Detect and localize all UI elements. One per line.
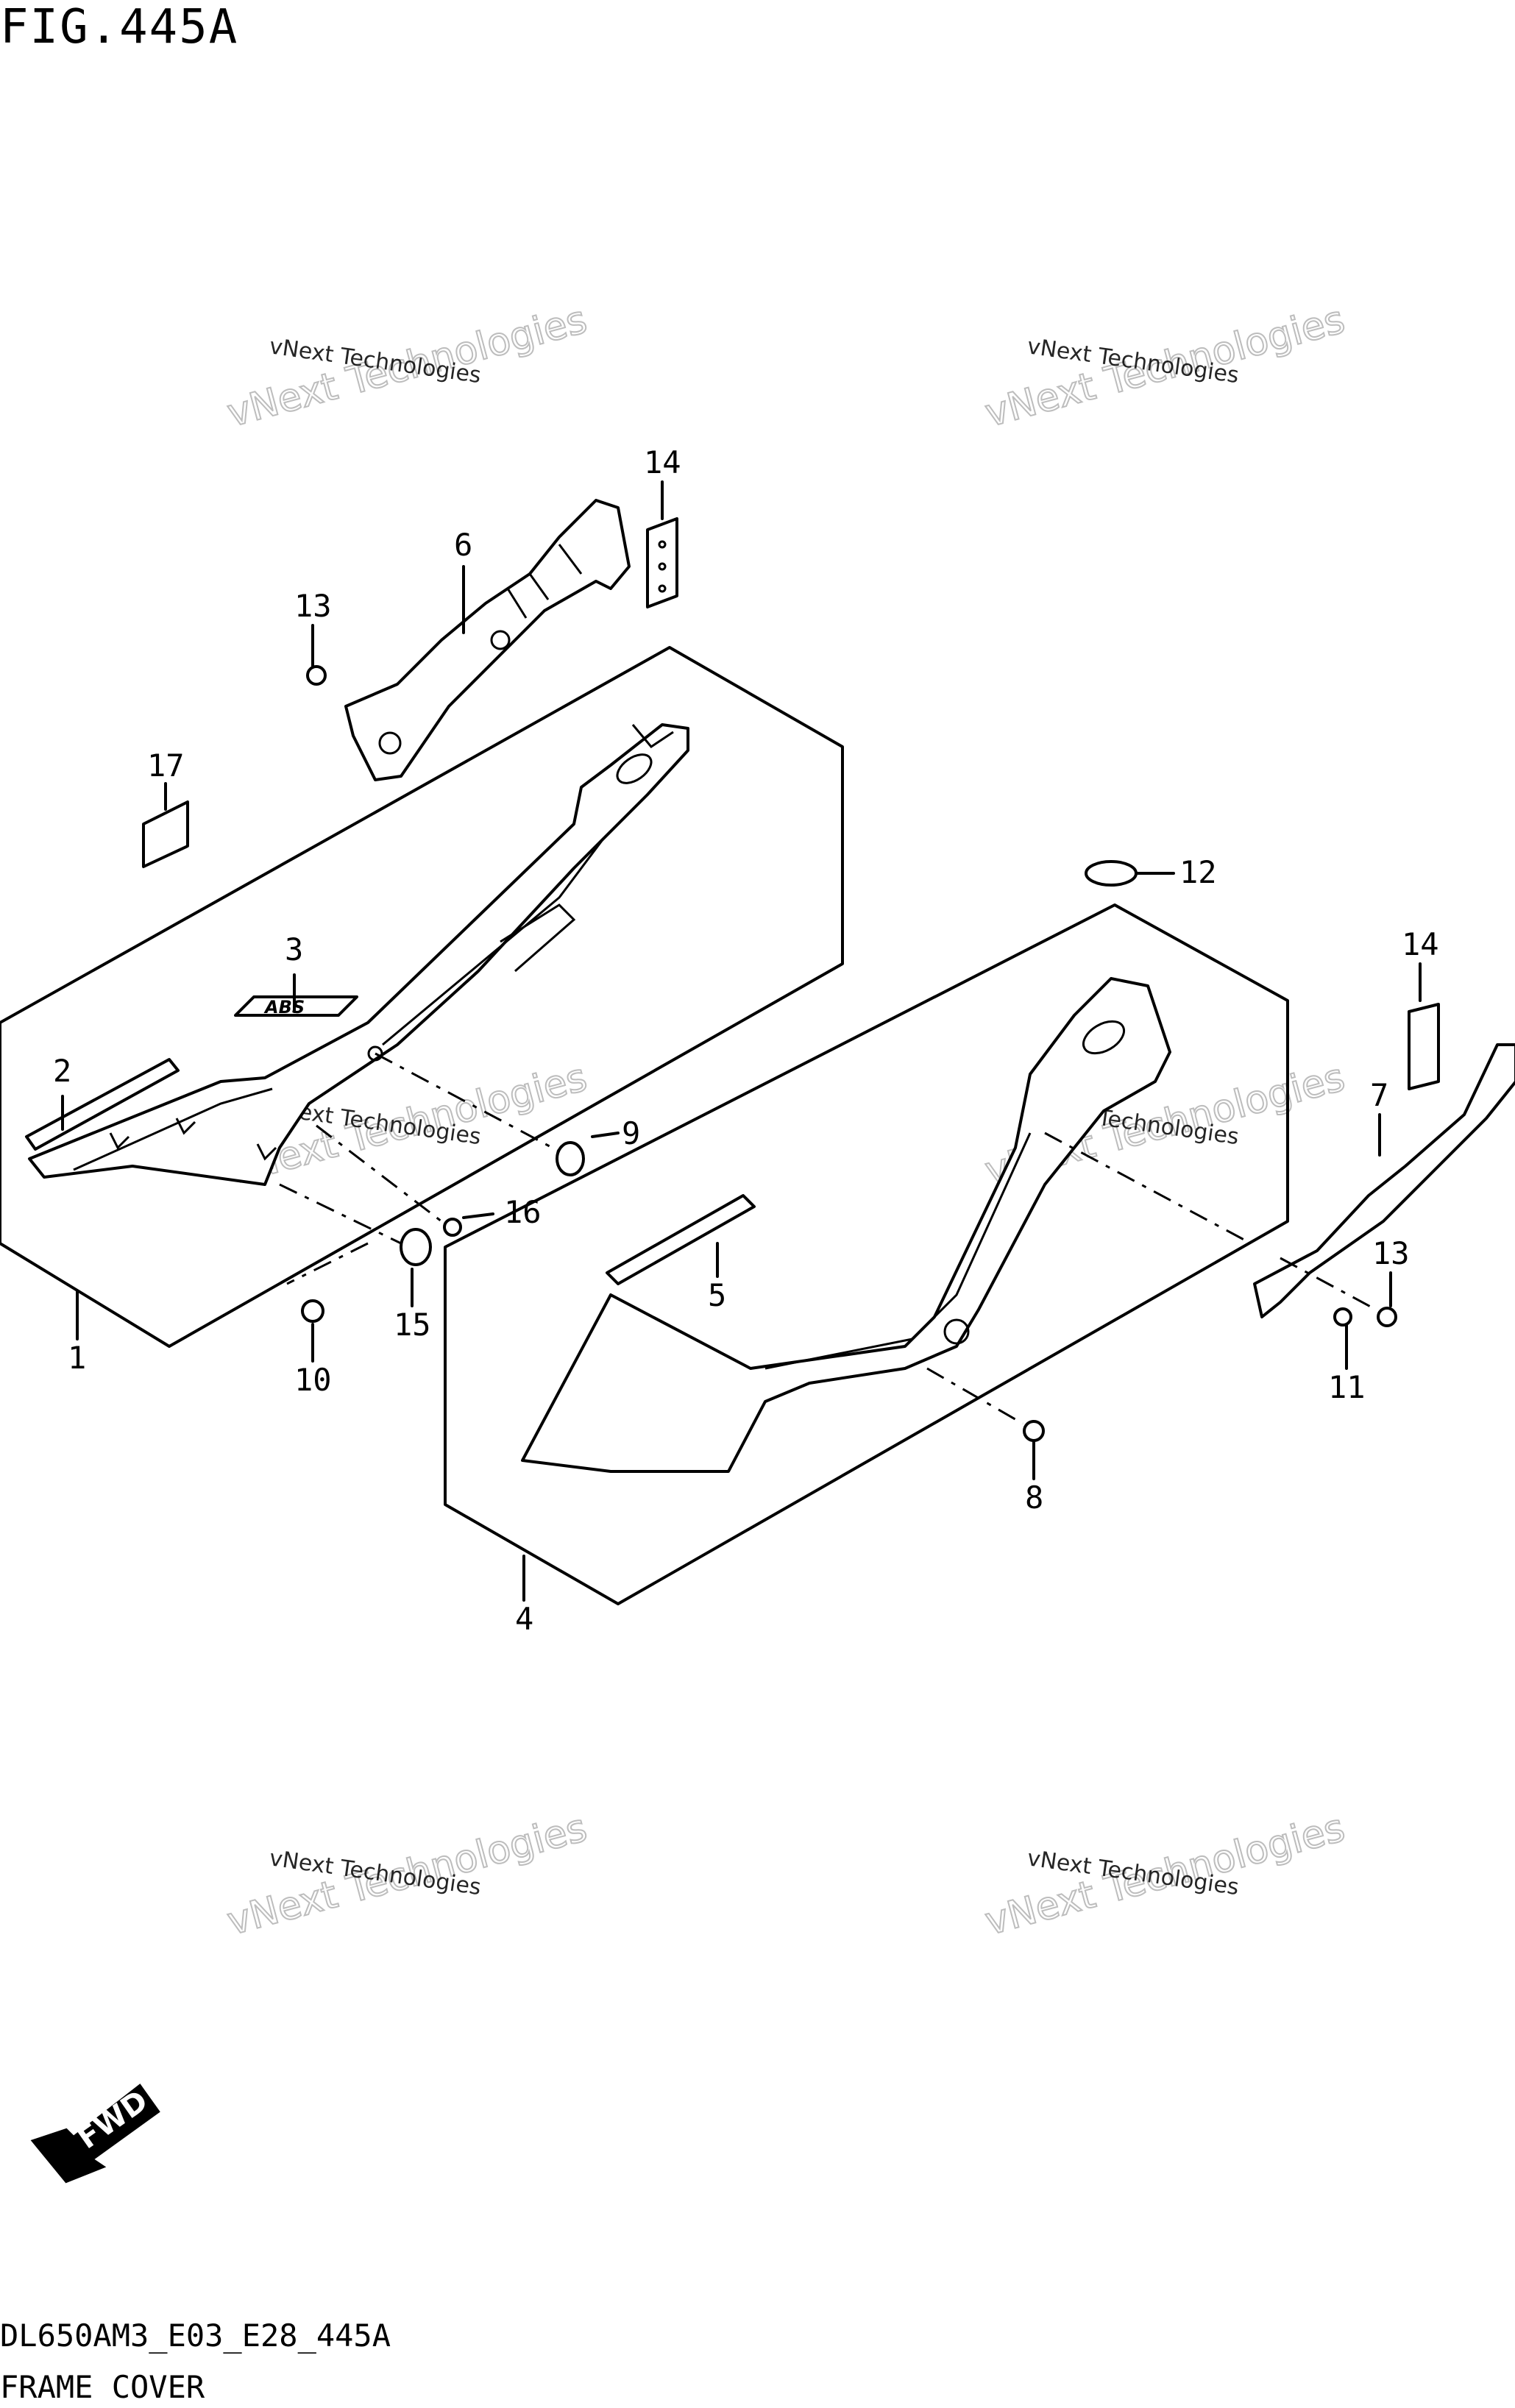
screw-part-13-top	[306, 665, 327, 686]
screw-part-11	[1333, 1307, 1352, 1326]
assembly-line	[1044, 1132, 1252, 1245]
callout-13-right: 13	[1372, 1235, 1410, 1271]
pad-part-14-right	[1408, 1003, 1440, 1090]
fwd-direction-arrow: FWD	[30, 2084, 160, 2184]
strip-part-5	[606, 1194, 756, 1285]
callout-8: 8	[1025, 1480, 1043, 1516]
callout-13-top: 13	[294, 588, 332, 624]
assembly-line	[375, 1052, 560, 1153]
grommet-part-9	[556, 1141, 585, 1176]
svg-text:ABS: ABS	[263, 997, 305, 1017]
bracket-part-6	[344, 499, 631, 781]
label-part-17	[142, 800, 189, 868]
bracket-part-7	[1253, 1043, 1515, 1318]
assembly-line	[316, 1124, 442, 1223]
pad-part-14-top	[646, 517, 678, 608]
callout-2: 2	[53, 1053, 71, 1089]
callout-17: 17	[147, 747, 185, 784]
abs-emblem: ABS	[234, 995, 358, 1017]
collar-part-15	[400, 1228, 432, 1266]
model-code: DL650AM3_E03_E28_445A	[0, 2318, 391, 2354]
screw-part-8	[1023, 1420, 1045, 1442]
callout-1: 1	[68, 1340, 86, 1376]
callout-15: 15	[394, 1307, 431, 1343]
callout-5: 5	[708, 1277, 726, 1313]
callout-11: 11	[1328, 1369, 1366, 1405]
callout-7: 7	[1370, 1077, 1388, 1113]
left-frame-cover	[28, 723, 689, 1186]
assembly-line	[286, 1242, 369, 1285]
callout-16: 16	[504, 1194, 542, 1230]
right-frame-cover	[521, 977, 1171, 1473]
watermark-bottom-right: vNext Technologies vNext Technologies	[980, 1805, 1350, 1945]
assembly-box-left	[0, 646, 844, 1348]
assembly-box-right	[444, 903, 1289, 1605]
callout-14-right: 14	[1402, 926, 1439, 962]
assembly-line	[926, 1367, 1023, 1425]
callout-4: 4	[515, 1601, 533, 1637]
callout-9: 9	[622, 1115, 640, 1151]
assembly-line	[1280, 1257, 1377, 1311]
leader-lines	[61, 480, 1422, 1602]
figure-name: FRAME COVER	[0, 2369, 205, 2405]
assembly-line	[279, 1183, 402, 1245]
callout-12: 12	[1179, 854, 1217, 890]
grommet-part-12	[1085, 860, 1138, 887]
callout-3: 3	[285, 931, 303, 967]
screw-part-10	[301, 1299, 324, 1323]
callout-6: 6	[454, 527, 472, 563]
watermark-top-right: vNext Technologies vNext Technologies	[980, 297, 1350, 437]
watermark-top-left: vNext Technologies vNext Technologies	[222, 297, 592, 437]
strip-part-2	[25, 1058, 180, 1151]
callout-10: 10	[294, 1362, 332, 1398]
watermark-bottom-left: vNext Technologies vNext Technologies	[222, 1805, 592, 1945]
callout-14-top: 14	[644, 444, 681, 480]
screw-part-13-right	[1377, 1307, 1397, 1327]
nut-part-16	[443, 1218, 462, 1237]
page-title: FIG.445A	[0, 0, 239, 54]
